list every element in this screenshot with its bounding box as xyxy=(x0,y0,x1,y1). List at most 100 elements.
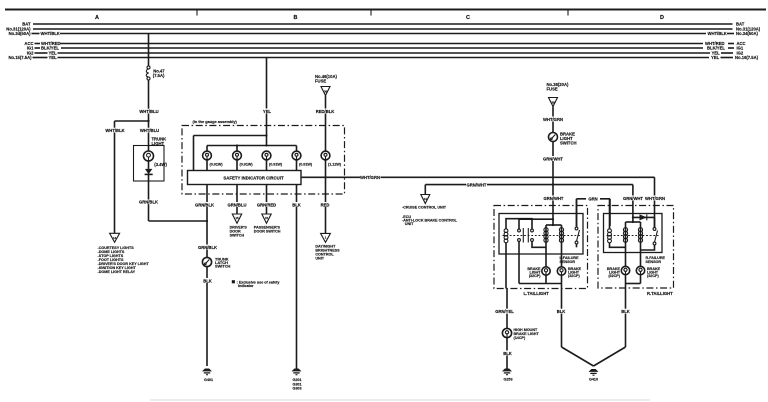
svg-text:L.TAILLIGHT: L.TAILLIGHT xyxy=(524,291,550,296)
svg-text:G253: G253 xyxy=(503,378,512,382)
svg-text:BLK: BLK xyxy=(557,309,566,314)
svg-text:No.36(20A): No.36(20A) xyxy=(547,82,569,87)
svg-text:GRN/BLK: GRN/BLK xyxy=(198,245,217,250)
svg-text:BLK: BLK xyxy=(292,202,301,207)
svg-text:(7.5A): (7.5A) xyxy=(153,73,165,78)
svg-text:YEL: YEL xyxy=(49,55,58,60)
svg-text:FUSE: FUSE xyxy=(315,79,326,84)
svg-text:WHT/GRN: WHT/GRN xyxy=(543,117,563,122)
svg-text:14: 14 xyxy=(424,197,428,201)
svg-text:-DOME LIGHT RELAY: -DOME LIGHT RELAY xyxy=(98,270,136,274)
svg-text:WHT/RED: WHT/RED xyxy=(41,41,61,46)
svg-text:WHT/BLK: WHT/BLK xyxy=(708,31,727,36)
svg-text:No.47: No.47 xyxy=(153,69,165,74)
svg-text:No.34(50A): No.34(50A) xyxy=(736,31,758,36)
svg-text:-CRUISE CONTROL UNIT: -CRUISE CONTROL UNIT xyxy=(402,206,447,210)
svg-text:(32CP): (32CP) xyxy=(568,274,580,278)
svg-text:D: D xyxy=(660,15,664,21)
svg-text:(32CP): (32CP) xyxy=(647,274,659,278)
svg-text:BLK/YEL: BLK/YEL xyxy=(41,46,59,51)
svg-text:(0.91W): (0.91W) xyxy=(240,162,254,166)
svg-text:(14CP): (14CP) xyxy=(514,336,526,340)
svg-text:BRAKE LIGHT: BRAKE LIGHT xyxy=(514,332,540,336)
svg-text:DOOR SWITCH: DOOR SWITCH xyxy=(254,230,281,234)
svg-text:(0.91W): (0.91W) xyxy=(210,162,224,166)
svg-text:No.16(7.5A): No.16(7.5A) xyxy=(735,55,759,60)
svg-text:BRIGHTNESS: BRIGHTNESS xyxy=(315,249,340,253)
svg-text:GRN/WHT: GRN/WHT xyxy=(466,183,486,188)
svg-text:36: 36 xyxy=(324,89,328,93)
svg-text:G401: G401 xyxy=(204,378,213,382)
svg-text:(32CP): (32CP) xyxy=(608,274,620,278)
svg-text:SWITCH: SWITCH xyxy=(560,141,577,146)
svg-text:IG2: IG2 xyxy=(27,51,34,56)
svg-text:-FOOT LIGHTS: -FOOT LIGHTS xyxy=(98,258,125,262)
svg-text:(0.91W): (0.91W) xyxy=(299,162,313,166)
svg-text:PASSENGER'S: PASSENGER'S xyxy=(254,226,281,230)
svg-text:WHT/BLK: WHT/BLK xyxy=(105,128,124,133)
svg-text:GRN/YEL: GRN/YEL xyxy=(495,309,514,314)
svg-text:BRAKE: BRAKE xyxy=(568,267,582,271)
svg-text:BAT: BAT xyxy=(22,22,31,27)
svg-text:WHT/GRN: WHT/GRN xyxy=(360,175,380,180)
svg-text:WHT/RED: WHT/RED xyxy=(705,41,725,46)
svg-text:-DOME LIGHTS: -DOME LIGHTS xyxy=(98,250,125,254)
svg-text:SAFETY INDICATOR CIRCUIT: SAFETY INDICATOR CIRCUIT xyxy=(223,176,284,181)
svg-text:SENSOR: SENSOR xyxy=(560,260,576,264)
svg-text:G201: G201 xyxy=(292,378,301,382)
svg-text:GRN/BLK: GRN/BLK xyxy=(139,200,158,205)
svg-text:G303: G303 xyxy=(292,387,301,391)
svg-text:(32CP): (32CP) xyxy=(529,274,541,278)
svg-text:HIGH MOUNT: HIGH MOUNT xyxy=(514,328,539,332)
svg-text:SWITCH: SWITCH xyxy=(215,264,231,269)
svg-text:RED/BLK: RED/BLK xyxy=(316,109,335,114)
svg-text:BLK: BLK xyxy=(503,351,512,356)
svg-text:GRN/WHT: GRN/WHT xyxy=(543,196,563,201)
svg-text:BLK: BLK xyxy=(203,279,212,284)
svg-text:1: 1 xyxy=(325,236,327,240)
svg-text:No.34(50A): No.34(50A) xyxy=(9,31,31,36)
svg-text:GRN/WHT: GRN/WHT xyxy=(623,196,643,201)
svg-text:A: A xyxy=(95,15,99,21)
svg-text:-ECU: -ECU xyxy=(402,215,411,219)
svg-text:indicator: indicator xyxy=(238,284,254,288)
svg-text:SWITCH: SWITCH xyxy=(230,233,245,237)
svg-text:-STOP LIGHTS: -STOP LIGHTS xyxy=(98,254,124,258)
svg-text:LIGHT: LIGHT xyxy=(568,270,580,274)
svg-text:YEL: YEL xyxy=(712,51,721,56)
svg-text:(1.12W): (1.12W) xyxy=(328,162,342,166)
svg-text:No.15(7.5A): No.15(7.5A) xyxy=(8,55,32,60)
svg-text:GRN/BLK: GRN/BLK xyxy=(195,202,214,207)
svg-text:No.31(120A): No.31(120A) xyxy=(736,27,761,32)
svg-text:ACC: ACC xyxy=(24,41,33,46)
svg-text:IG2: IG2 xyxy=(737,51,744,56)
svg-text:BAT: BAT xyxy=(736,22,745,27)
svg-text:YEL: YEL xyxy=(49,51,58,56)
svg-text:GRN/RED: GRN/RED xyxy=(257,202,276,207)
svg-text:DOOR: DOOR xyxy=(230,230,241,234)
svg-text:TRUNK: TRUNK xyxy=(215,257,229,262)
svg-text:WHT/BLK: WHT/BLK xyxy=(41,31,60,36)
svg-text:G410: G410 xyxy=(589,378,598,382)
svg-text:BRAKE: BRAKE xyxy=(527,267,541,271)
svg-text:BRAKE: BRAKE xyxy=(647,267,661,271)
svg-text:15: 15 xyxy=(265,216,269,220)
svg-text:UNIT: UNIT xyxy=(315,257,324,261)
svg-text:BLK/YEL: BLK/YEL xyxy=(707,46,725,51)
svg-text:(0.91W): (0.91W) xyxy=(269,162,283,166)
svg-text:GRN: GRN xyxy=(588,197,597,202)
svg-text:ACC: ACC xyxy=(737,41,746,46)
svg-text:No.31(120A): No.31(120A) xyxy=(6,27,31,32)
svg-text:GRN/WHT: GRN/WHT xyxy=(543,156,563,161)
svg-text:BRAKE: BRAKE xyxy=(560,132,575,137)
svg-text:-DRIVER'S DOOR KEY LIGHT: -DRIVER'S DOOR KEY LIGHT xyxy=(98,262,150,266)
svg-text:No.46(10A): No.46(10A) xyxy=(315,74,337,79)
svg-text:YEL: YEL xyxy=(711,55,720,60)
svg-text:FUSE: FUSE xyxy=(547,87,558,92)
svg-text:LIGHT: LIGHT xyxy=(152,141,165,146)
svg-text:36: 36 xyxy=(551,100,555,104)
svg-text:WHT/GRN: WHT/GRN xyxy=(645,196,665,201)
svg-text:RED: RED xyxy=(321,202,330,207)
svg-text:IG1: IG1 xyxy=(737,46,744,51)
svg-text:IG1: IG1 xyxy=(27,46,34,51)
